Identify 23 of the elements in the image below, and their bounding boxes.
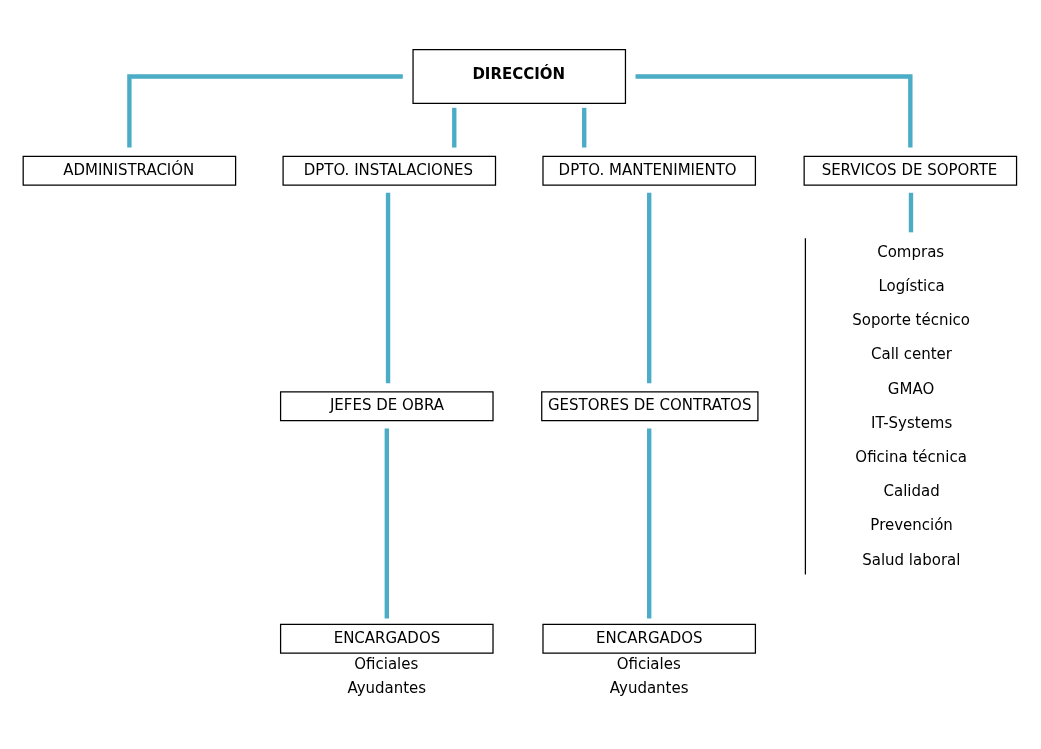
node-box: DPTO. MANTENIMIENTO bbox=[542, 155, 757, 186]
node-box: SERVICOS DE SOPORTE bbox=[803, 155, 1018, 186]
connector bbox=[635, 74, 913, 148]
node-box: ENCARGADOS bbox=[279, 623, 494, 654]
node-label: Oficiales bbox=[354, 654, 419, 673]
node-label: Ayudantes bbox=[609, 678, 689, 697]
node-label: Ayudantes bbox=[347, 678, 427, 697]
connector bbox=[647, 428, 652, 619]
connector bbox=[127, 74, 403, 148]
connector bbox=[384, 428, 389, 619]
node-text: Compras Logística Soporte técnico Call center GMAO IT-Systems Oficina técnica Calidad Prevención Salud laboral bbox=[852, 242, 971, 569]
node-box: DPTO. INSTALACIONES bbox=[282, 155, 497, 186]
connector bbox=[647, 192, 652, 384]
node-box: JEFES DE OBRA bbox=[279, 391, 494, 422]
connector bbox=[385, 192, 391, 384]
node-box: ADMINISTRACIÓN bbox=[22, 155, 237, 186]
node-box: ENCARGADOS bbox=[542, 623, 757, 654]
node-box: GESTORES DE CONTRATOS bbox=[541, 391, 759, 422]
connector bbox=[582, 107, 587, 148]
node-label: Oficiales bbox=[616, 654, 681, 673]
node-box: DIRECCIÓN bbox=[412, 49, 627, 104]
connector bbox=[908, 192, 914, 233]
connector bbox=[452, 107, 457, 148]
